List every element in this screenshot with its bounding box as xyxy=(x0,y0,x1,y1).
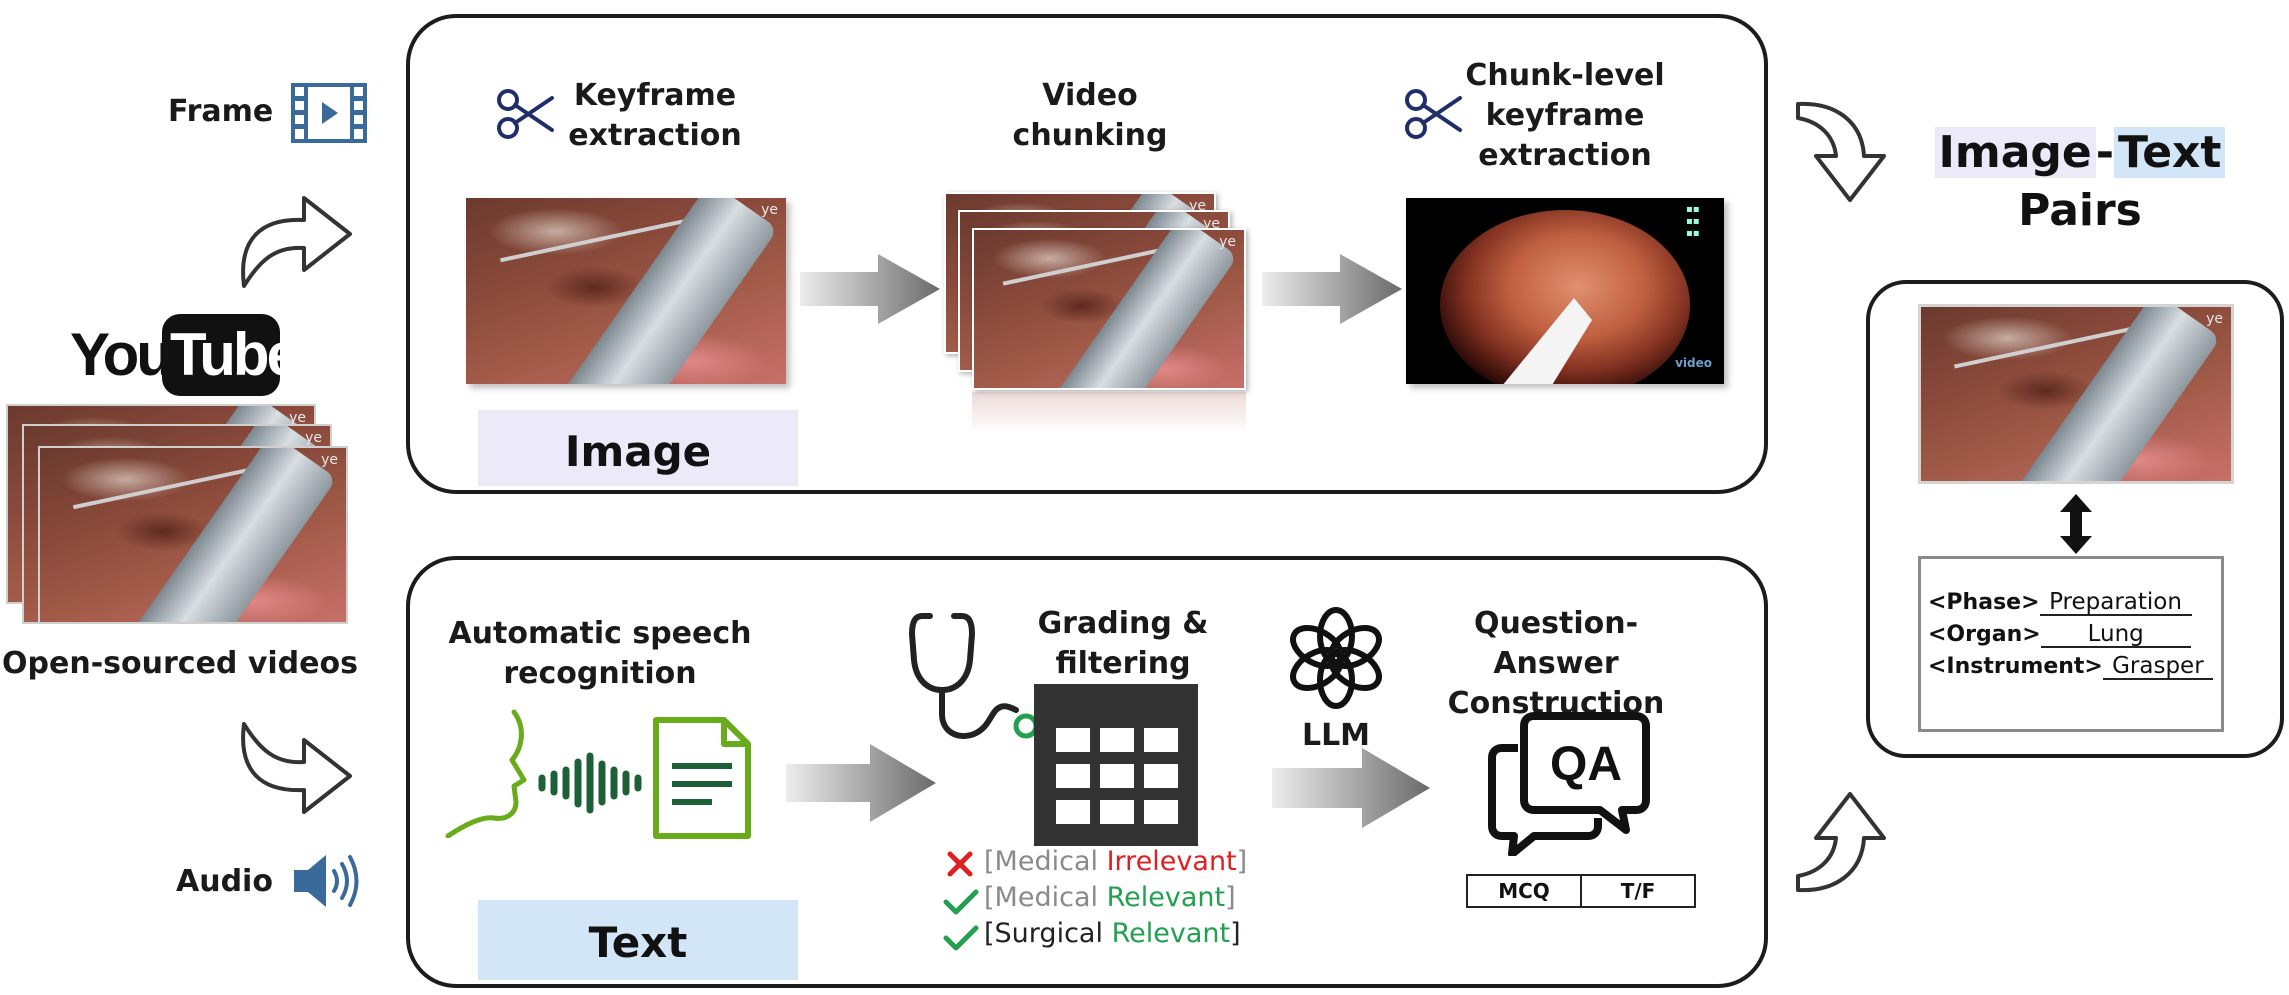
endoscopy-tag: video xyxy=(1675,356,1712,370)
keyframe-extraction-label: Keyframe extraction xyxy=(568,78,742,153)
chunk-keyframe-label: Chunk-level keyframe extraction xyxy=(1465,58,1665,173)
qa-chat-icon: QA xyxy=(1488,712,1650,856)
check-icon xyxy=(943,925,979,951)
double-arrow-icon xyxy=(2060,494,2092,554)
title-word-text: Text xyxy=(2114,127,2226,178)
video-chunking-label: Video chunking xyxy=(1012,78,1168,153)
process-arrow xyxy=(800,254,940,324)
filter-row: [Medical Irrelevant] xyxy=(984,846,1248,877)
filter-word: Relevant xyxy=(1106,882,1226,913)
pairs-title: Image-Text Pairs xyxy=(1880,124,2280,240)
qa-cell-tf: T/F xyxy=(1580,876,1694,906)
grading-filtering-label: Grading & filtering xyxy=(1037,606,1209,681)
filter-word: Irrelevant xyxy=(1106,846,1237,877)
curved-arrow-icon xyxy=(1796,101,1886,202)
svg-text:QA: QA xyxy=(1550,738,1622,791)
openai-logo-icon xyxy=(1290,607,1382,709)
curved-arrow-icon xyxy=(241,722,352,814)
title-word-image: Image xyxy=(1934,127,2096,178)
waveform-icon xyxy=(538,752,642,814)
check-icon xyxy=(943,889,979,915)
videos-label: Open-sourced videos xyxy=(2,646,358,681)
chunk-reflection xyxy=(972,392,1246,434)
filter-row: [Surgical Relevant] xyxy=(984,918,1241,949)
youtube-you-text: You xyxy=(70,321,173,388)
filter-row: [Medical Relevant] xyxy=(984,882,1236,913)
process-arrow xyxy=(1272,748,1430,828)
scissors-icon xyxy=(497,89,554,139)
speaker-icon xyxy=(294,855,359,907)
video-thumbnail: ye xyxy=(38,446,348,624)
frame-label: Frame xyxy=(168,94,274,129)
youtube-tube-text: Tube xyxy=(170,321,300,388)
process-arrow xyxy=(1262,254,1402,324)
curved-arrow-icon xyxy=(241,196,352,288)
curved-arrow-icon xyxy=(1796,792,1886,893)
output-image: ye xyxy=(1918,304,2234,484)
keyframe-image: ye xyxy=(466,198,786,384)
title-pairs: Pairs xyxy=(2018,185,2142,236)
asr-label: Automatic speech recognition xyxy=(448,616,752,691)
endoscopy-image: ▪▪▪▪▪▪ video xyxy=(1406,198,1724,384)
qa-construction-label: Question-Answer Construction xyxy=(1447,606,1665,721)
annotation-instrument: <Instrument>Grasper xyxy=(1928,654,2213,680)
llm-label: LLM xyxy=(1301,718,1371,753)
document-icon xyxy=(653,717,751,839)
filter-prefix: Medical xyxy=(994,846,1098,877)
speech-head-icon xyxy=(445,709,527,838)
youtube-logo: You Tube xyxy=(70,314,300,396)
stethoscope-icon xyxy=(908,613,1038,739)
text-band-label: Text xyxy=(478,900,798,980)
annotation-box xyxy=(1918,556,2224,732)
table-icon xyxy=(1034,684,1198,846)
qa-cell-mcq: MCQ xyxy=(1498,879,1550,903)
qa-format-table: MCQ T/F xyxy=(1466,874,1696,908)
scissors-icon xyxy=(1405,89,1462,139)
filter-prefix: Medical xyxy=(994,882,1098,913)
film-frame-icon xyxy=(291,83,367,143)
cross-icon xyxy=(947,851,973,877)
audio-label: Audio xyxy=(176,864,273,899)
process-arrow xyxy=(786,744,936,822)
annotation-organ: <Organ>Lung xyxy=(1928,622,2191,648)
chunk-frame: ye xyxy=(972,228,1246,390)
filter-prefix: Surgical xyxy=(994,918,1103,949)
image-band-label: Image xyxy=(478,410,798,486)
annotation-phase: <Phase>Preparation xyxy=(1928,590,2192,616)
filter-word: Relevant xyxy=(1111,918,1231,949)
